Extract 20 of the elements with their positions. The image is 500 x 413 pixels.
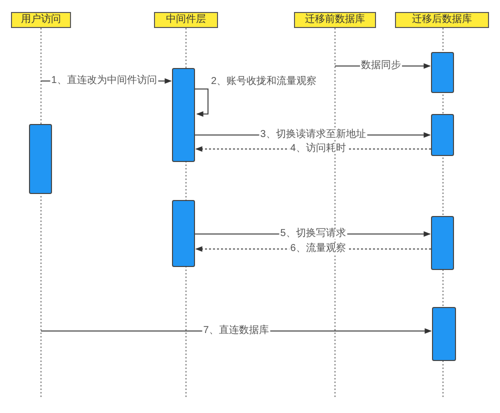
edge-label: 4、访问耗时 [289, 144, 347, 154]
activation-bar [431, 114, 454, 156]
edge-label: 数据同步 [360, 61, 402, 71]
activation-bar [431, 52, 454, 93]
edge-label: 2、账号收拢和流量观察 [210, 77, 318, 87]
participant-box: 用户访问 [11, 12, 71, 28]
activation-bar [172, 68, 195, 162]
edge-label: 1、直连改为中间件访问 [50, 76, 158, 86]
participant-box: 迁移后数据库 [395, 12, 489, 28]
edge-label: 3、切换读请求至新地址 [259, 130, 367, 140]
edge-label: 5、切换写请求 [279, 229, 347, 239]
edge-label: 6、流量观察 [289, 244, 347, 254]
participant-box: 迁移前数据库 [294, 12, 376, 28]
message-arrow [194, 88, 208, 117]
edge-label: 7、直连数据库 [202, 326, 270, 336]
activation-bar [431, 216, 454, 270]
activation-bar [29, 124, 52, 194]
activation-bar [432, 307, 456, 361]
participant-box: 中间件层 [154, 12, 218, 28]
activation-bar [172, 200, 195, 267]
